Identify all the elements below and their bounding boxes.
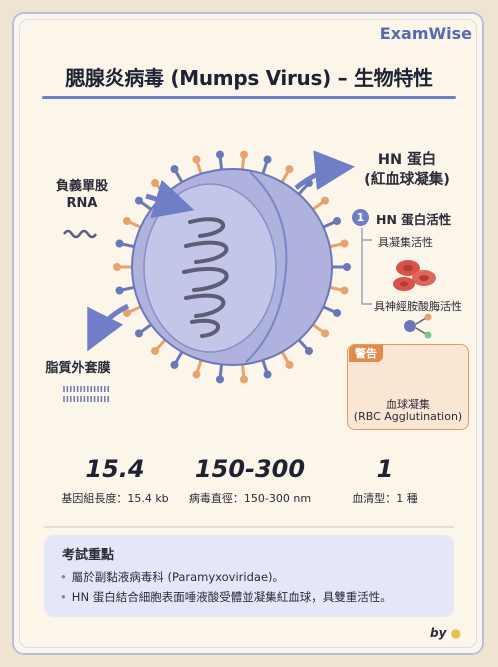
exam-points-title: 考試重點 [62, 548, 115, 563]
stat-diameter-label: 病毒直徑：150-300 nm [188, 492, 312, 505]
spike-head [115, 239, 124, 248]
stat-serotype-value: 1 [376, 455, 394, 483]
envelope-cut-line [245, 171, 288, 363]
title-underline [42, 96, 456, 99]
spike-head [240, 150, 249, 159]
hn-tree-lines [361, 228, 372, 305]
warning-tag: 警告 [349, 345, 383, 362]
spike-head [263, 155, 272, 164]
brand-logo: ExamWise [379, 24, 472, 43]
membrane-icon [63, 386, 109, 402]
rbc-cluster-icon [393, 260, 436, 291]
spike-head [113, 263, 121, 271]
spike-head [321, 196, 330, 205]
spike-head [240, 375, 249, 384]
neuraminidase-icon [404, 313, 432, 339]
stat-genome-label: 基因組長度：15.4 kb [61, 492, 169, 505]
stat-serotype-label: 血清型：1 種 [352, 492, 418, 505]
spike-head [192, 155, 201, 164]
bullet-icon: • [60, 570, 67, 584]
spike-head [122, 308, 131, 317]
spike-head [285, 165, 294, 174]
stat-diameter-value: 150-300 [194, 455, 306, 483]
step-number-badge: 1 [352, 209, 369, 226]
spike-head [151, 179, 160, 188]
stat-genome-value: 15.4 [85, 455, 145, 483]
spike-head [134, 196, 143, 205]
spike-head [134, 329, 143, 338]
spike-head [122, 217, 131, 226]
surface-spikes [113, 150, 351, 384]
neuraminidase-activity-label: 具神經胺酸脢活性 [374, 300, 462, 313]
banana-icon: ● [450, 626, 462, 640]
spike-head [170, 165, 179, 174]
bullet-icon: • [60, 590, 67, 604]
spike-head [151, 346, 160, 355]
spike-head [343, 263, 351, 271]
hn-protein-label: HN 蛋白(紅血球凝集) [364, 152, 450, 188]
spike-head [285, 360, 294, 369]
envelope-label: 脂質外套膜 [45, 361, 111, 376]
spike-head [115, 286, 124, 295]
page-title: 腮腺炎病毒 (Mumps Virus) – 生物特性 [65, 66, 433, 90]
warning-text-line1: 血球凝集 [386, 398, 430, 411]
rna-arrow [145, 179, 195, 219]
exam-point-item: •屬於副黏液病毒科 (Paramyxoviridae)。 [60, 570, 285, 584]
spike-head [263, 370, 272, 379]
agglutination-activity-label: 具凝集活性 [378, 236, 433, 249]
rna-mini-icon [62, 229, 98, 239]
warning-text-line2: (RBC Agglutination) [353, 410, 463, 423]
spike-head [333, 308, 342, 317]
rna-coil [182, 217, 229, 338]
spike-head [170, 360, 179, 369]
spike-head [340, 286, 349, 295]
spike-head [215, 150, 224, 159]
spike-head [215, 375, 224, 384]
spike-head [192, 370, 201, 379]
spike-head [321, 329, 330, 338]
spike-head [333, 217, 342, 226]
envelope-arrow [87, 303, 130, 352]
exam-point-item: •HN 蛋白結合細胞表面唾液酸受體並凝集紅血球，具雙重活性。 [60, 590, 392, 604]
exam-points-panel [44, 535, 454, 617]
card-border [19, 19, 477, 648]
hn-activity-heading: HN 蛋白活性 [376, 212, 452, 227]
footer-credit: by ● [430, 626, 462, 640]
spike-head [304, 346, 313, 355]
spike-head [340, 239, 349, 248]
hn-arrow [294, 150, 355, 191]
